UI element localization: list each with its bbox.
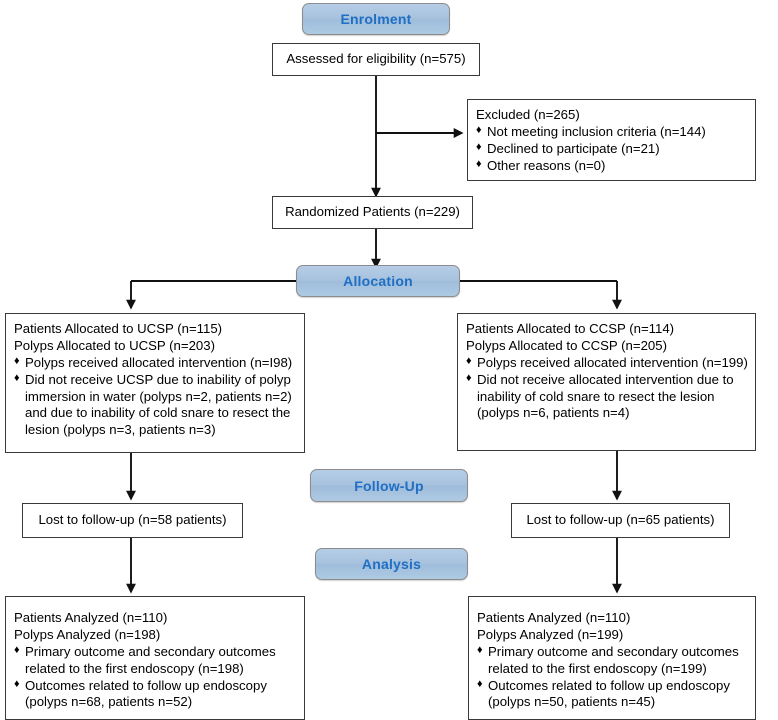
diamond-bullet-icon: ♦	[476, 124, 482, 137]
list-item: ♦ Polyps received allocated intervention …	[14, 355, 297, 372]
list-item: ♦ Polyps received allocated intervention …	[466, 355, 748, 372]
diamond-bullet-icon: ♦	[466, 355, 472, 368]
box-lost-to-followup-right: Lost to follow-up (n=65 patients)	[511, 503, 730, 538]
excluded-item-text: Declined to participate (n=21)	[487, 140, 660, 156]
box-excluded: Excluded (n=265) ♦ Not meeting inclusion …	[467, 99, 756, 181]
diamond-bullet-icon: ♦	[14, 678, 20, 691]
box-randomized-patients: Randomized Patients (n=229)	[272, 196, 473, 229]
banner-followup-label: Follow-Up	[354, 477, 424, 494]
list-item: ♦ Other reasons (n=0)	[476, 158, 748, 175]
lost-left-label: Lost to follow-up (n=58 patients)	[38, 512, 227, 528]
list-item: ♦ Outcomes related to follow up endoscopy…	[477, 678, 748, 712]
diamond-bullet-icon: ♦	[14, 372, 20, 385]
analysis-left-patients-header: Patients Analyzed (n=110)	[14, 610, 168, 625]
randomized-label: Randomized Patients (n=229)	[285, 204, 460, 220]
diamond-bullet-icon: ♦	[477, 644, 483, 657]
diamond-bullet-icon: ♦	[466, 372, 472, 385]
banner-allocation: Allocation	[296, 265, 460, 297]
banner-followup: Follow-Up	[310, 469, 468, 502]
analysis-right-item-text: Outcomes related to follow up endoscopy …	[488, 677, 730, 710]
ucsp-item-text: Did not receive UCSP due to inability of…	[25, 371, 292, 438]
ccsp-item-text: Did not receive allocated intervention d…	[477, 371, 734, 421]
analysis-left-polyps-header: Polyps Analyzed (n=198)	[14, 626, 161, 642]
diamond-bullet-icon: ♦	[477, 678, 483, 691]
analysis-right-list: ♦ Primary outcome and secondary outcomes …	[477, 644, 748, 712]
list-item: ♦ Did not receive UCSP due to inability o…	[14, 372, 297, 440]
box-allocation-ucsp: Patients Allocated to UCSP (n=115) Polyp…	[5, 313, 305, 453]
list-item: ♦ Primary outcome and secondary outcomes …	[477, 644, 748, 678]
banner-analysis-label: Analysis	[361, 556, 422, 572]
diamond-bullet-icon: ♦	[476, 141, 482, 154]
ucsp-polyps-header: Polyps Allocated to UCSP (n=203)	[14, 337, 215, 353]
diamond-bullet-icon: ♦	[14, 644, 20, 657]
box-allocation-ccsp: Patients Allocated to CCSP (n=114) Polyp…	[457, 313, 756, 451]
excluded-list: ♦Not meeting inclusion criteria (n=144) …	[476, 124, 748, 175]
banner-analysis: Analysis	[315, 548, 468, 580]
excluded-item-text: Other reasons (n=0)	[487, 157, 606, 173]
excluded-header: Excluded (n=265)	[476, 107, 580, 122]
analysis-left-item-text: Primary outcome and secondary outcomes r…	[25, 643, 276, 676]
ccsp-patients-header: Patients Allocated to CCSP (n=114)	[466, 321, 675, 336]
analysis-right-patients-header: Patients Analyzed (n=110)	[477, 610, 631, 625]
diamond-bullet-icon: ♦	[476, 158, 482, 171]
ccsp-item-text: Polyps received allocated intervention (…	[477, 354, 748, 370]
analysis-right-item-text: Primary outcome and secondary outcomes r…	[488, 643, 739, 676]
box-lost-to-followup-left: Lost to follow-up (n=58 patients)	[22, 503, 243, 538]
ucsp-list: ♦ Polyps received allocated intervention …	[14, 355, 297, 439]
list-item: ♦ Outcomes related to follow up endoscopy…	[14, 678, 297, 712]
box-analysis-right: Patients Analyzed (n=110) Polyps Analyze…	[468, 596, 756, 720]
list-item: ♦ Primary outcome and secondary outcomes …	[14, 644, 297, 678]
analysis-left-list: ♦ Primary outcome and secondary outcomes …	[14, 644, 297, 712]
analysis-right-polyps-header: Polyps Analyzed (n=199)	[477, 626, 624, 642]
ucsp-patients-header: Patients Allocated to UCSP (n=115)	[14, 321, 223, 336]
box-analysis-left: Patients Analyzed (n=110) Polyps Analyze…	[5, 596, 305, 720]
banner-enrolment: Enrolment	[302, 3, 450, 35]
banner-enrolment-label: Enrolment	[340, 11, 412, 27]
ucsp-item-text: Polyps received allocated intervention (…	[25, 354, 293, 370]
excluded-item-text: Not meeting inclusion criteria (n=144)	[487, 123, 706, 139]
assessed-label: Assessed for eligibility (n=575)	[286, 51, 466, 67]
ccsp-polyps-header: Polyps Allocated to CCSP (n=205)	[466, 337, 667, 353]
list-item: ♦ Not meeting inclusion criteria (n=144)	[476, 124, 748, 141]
ccsp-list: ♦ Polyps received allocated intervention …	[466, 355, 748, 423]
list-item: ♦ Declined to participate (n=21)	[476, 141, 748, 158]
banner-allocation-label: Allocation	[343, 273, 413, 289]
lost-right-label: Lost to follow-up (n=65 patients)	[526, 512, 715, 528]
box-assessed-for-eligibility: Assessed for eligibility (n=575)	[272, 43, 480, 76]
analysis-left-item-text: Outcomes related to follow up endoscopy …	[25, 677, 267, 710]
diamond-bullet-icon: ♦	[14, 355, 20, 368]
list-item: ♦ Did not receive allocated intervention …	[466, 372, 748, 423]
